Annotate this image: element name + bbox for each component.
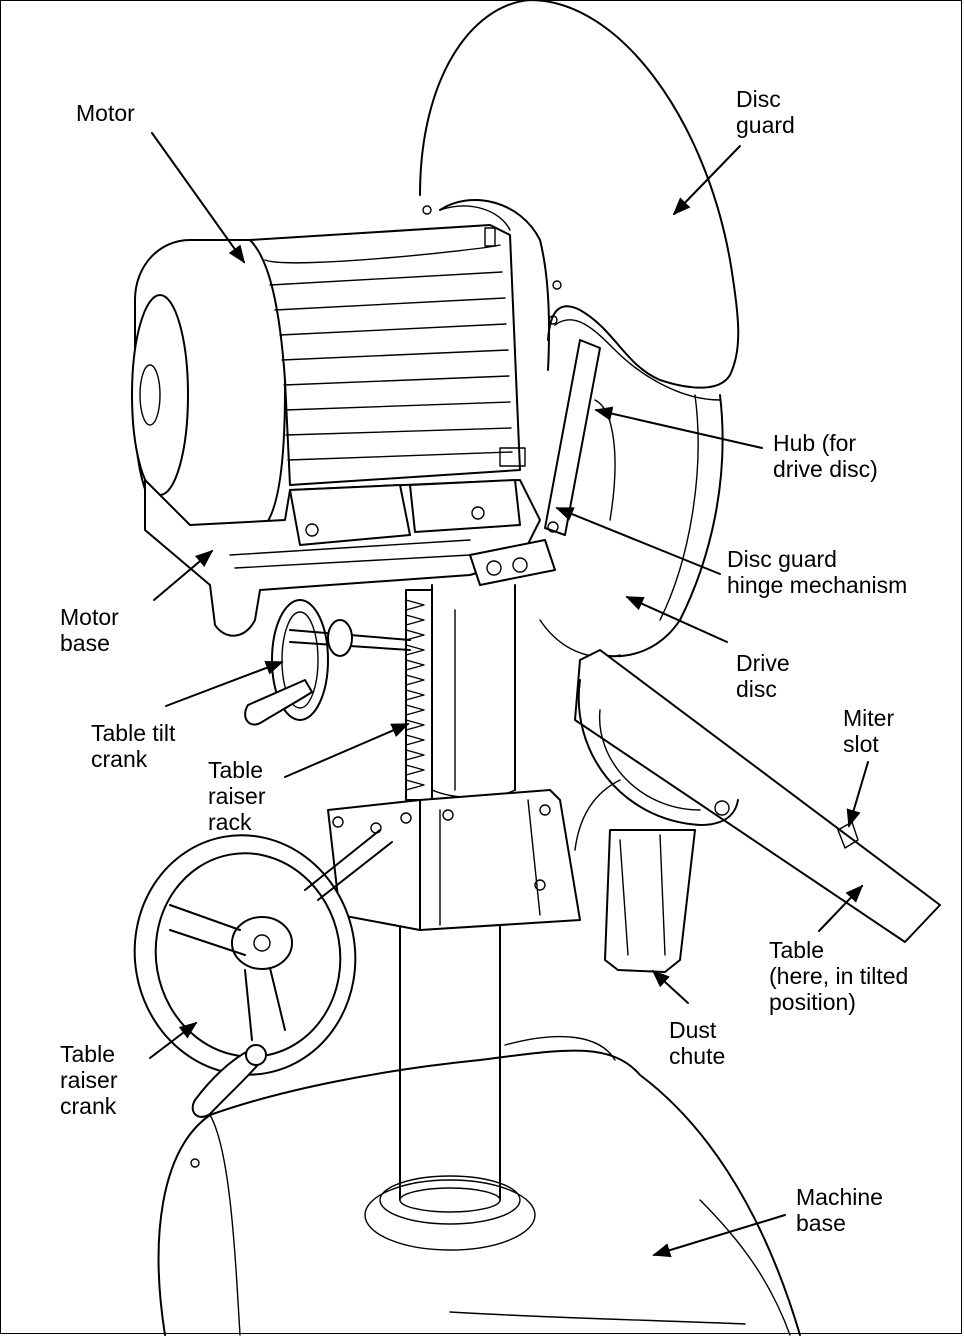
machine-base-label: Machine base xyxy=(796,1184,883,1236)
motor-base-label: Motor base xyxy=(60,604,119,656)
motor-arrow xyxy=(151,132,246,264)
bracket-drawing xyxy=(327,789,581,931)
motor-base-arrow xyxy=(153,549,214,601)
raiser-crank-arrow xyxy=(149,1021,198,1059)
table-drawing xyxy=(574,649,941,943)
table-raiser-rack-label: Table raiser rack xyxy=(208,757,266,835)
dust-chute-drawing xyxy=(574,779,696,973)
hinge-arrow xyxy=(555,507,721,575)
label-line: Miter xyxy=(843,705,895,731)
drive-disc-arrow xyxy=(625,596,728,643)
machine-base-drawing xyxy=(157,1035,801,1336)
label-line: Table xyxy=(60,1041,115,1067)
label-line: raiser xyxy=(60,1067,118,1093)
label-line: Table xyxy=(208,757,263,783)
label-line: (here, in tilted xyxy=(769,963,909,989)
label-line: rack xyxy=(208,809,252,835)
hinge-drawing xyxy=(422,205,601,586)
label-line: base xyxy=(60,630,110,656)
label-line: drive disc) xyxy=(773,456,878,482)
label-line: disc xyxy=(736,676,777,702)
rack-arrow xyxy=(284,723,410,778)
label-line: crank xyxy=(91,746,148,772)
label-line: chute xyxy=(669,1043,726,1069)
drive-disc-drawing xyxy=(439,199,621,658)
disc-guard-drawing xyxy=(419,0,740,658)
label-line: guard xyxy=(736,112,795,138)
table-label: Table (here, in tilted position) xyxy=(769,937,908,1015)
label-line: Machine xyxy=(796,1184,883,1210)
hinge-label: Disc guard hinge mechanism xyxy=(727,546,907,598)
machine-base-arrow xyxy=(652,1214,786,1258)
rack-drawing xyxy=(405,589,433,801)
label-line: crank xyxy=(60,1093,117,1119)
label-line: slot xyxy=(843,731,879,757)
label-line: Table tilt xyxy=(91,720,176,746)
label-line: Disc guard xyxy=(727,546,837,572)
label-line: position) xyxy=(769,989,856,1015)
label-line: Motor xyxy=(60,604,119,630)
miter-slot-label: Miter slot xyxy=(843,705,894,757)
table-tilt-crank-label: Table tilt crank xyxy=(91,720,175,772)
tilt-crank-arrow xyxy=(165,661,284,707)
disc-guard-label: Disc guard xyxy=(736,86,795,138)
motor-label: Motor xyxy=(76,100,135,126)
label-line: raiser xyxy=(208,783,266,809)
dust-chute-arrow xyxy=(651,969,689,1004)
label-line: Dust xyxy=(669,1017,717,1043)
drive-disc-label: Drive disc xyxy=(736,650,790,702)
handwheel-drawing xyxy=(133,829,393,1118)
motor-base-drawing xyxy=(144,479,541,637)
tilt-crank-drawing xyxy=(244,599,411,726)
label-line: base xyxy=(796,1210,846,1236)
label-line: Motor xyxy=(76,100,135,126)
label-line: hinge mechanism xyxy=(727,572,908,598)
label-line: Disc xyxy=(736,86,781,112)
disc-guard-arrow xyxy=(672,145,741,216)
dust-chute-label: Dust chute xyxy=(669,1017,725,1069)
label-line: Hub (for xyxy=(773,430,857,456)
motor-drawing xyxy=(131,205,526,531)
hub-arrow xyxy=(594,406,763,449)
label-line: Drive xyxy=(736,650,790,676)
miter-slot-arrow xyxy=(846,761,869,828)
label-line: Table xyxy=(769,937,824,963)
table-raiser-crank-label: Table raiser crank xyxy=(60,1041,118,1119)
hub-label: Hub (for drive disc) xyxy=(773,430,878,482)
leader-arrows xyxy=(149,132,869,1258)
table-arrow xyxy=(818,884,864,932)
